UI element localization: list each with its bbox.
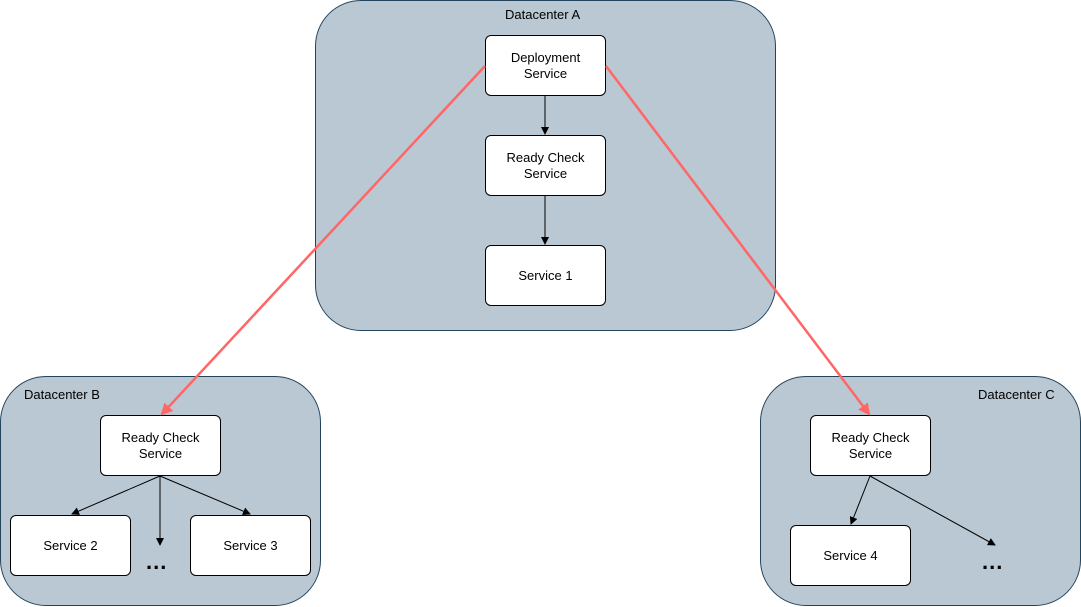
datacenter-b-label: Datacenter B xyxy=(24,387,100,402)
ready-check-service-c-node: Ready Check Service xyxy=(810,415,931,476)
ready-check-service-a-node: Ready Check Service xyxy=(485,135,606,196)
service-2-node: Service 2 xyxy=(10,515,131,576)
deployment-service-node: Deployment Service xyxy=(485,35,606,96)
ready-check-service-b-node: Ready Check Service xyxy=(100,415,221,476)
datacenter-c-label: Datacenter C xyxy=(978,387,1055,402)
service-1-node: Service 1 xyxy=(485,245,606,306)
datacenter-a-label: Datacenter A xyxy=(505,7,581,22)
service-3-node: Service 3 xyxy=(190,515,311,576)
more-services-b-ellipsis: ... xyxy=(146,549,168,574)
more-services-c-ellipsis: ... xyxy=(982,549,1004,574)
service-4-node: Service 4 xyxy=(790,525,911,586)
